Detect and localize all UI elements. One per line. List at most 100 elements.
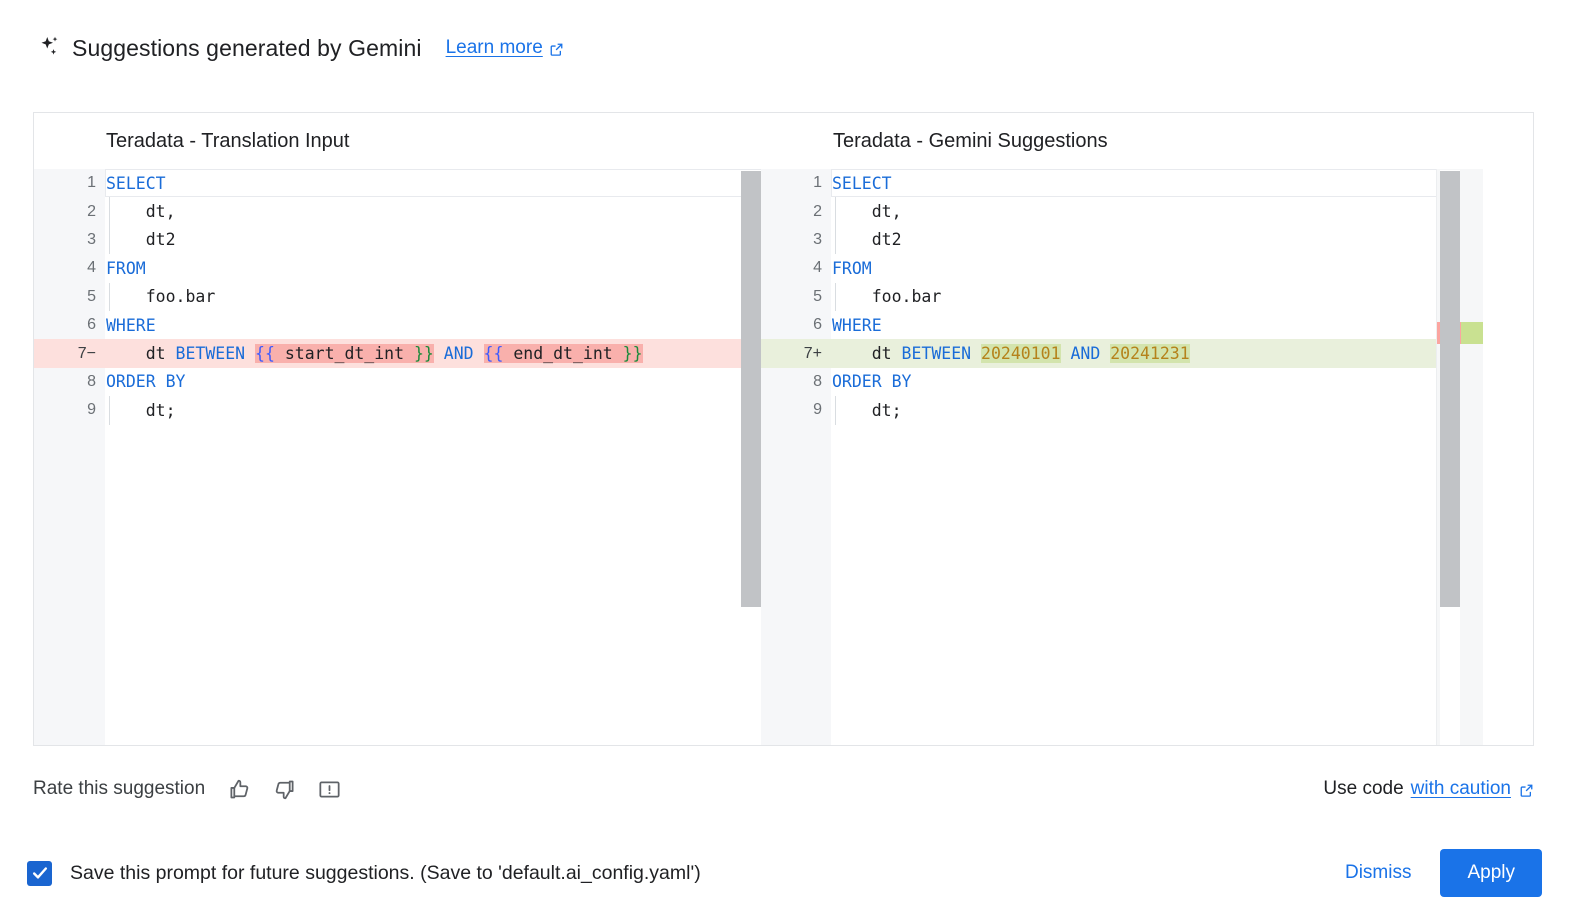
- code-line[interactable]: 9 dt;: [34, 396, 761, 425]
- line-number: 4: [813, 259, 822, 277]
- code-token: dt,: [832, 202, 902, 222]
- apply-button[interactable]: Apply: [1440, 849, 1542, 897]
- code-token: start_dt_int: [274, 344, 414, 364]
- line-number: 5: [87, 287, 96, 305]
- code-token: dt: [832, 344, 902, 364]
- line-number: 7−: [77, 344, 96, 362]
- page-title: Suggestions generated by Gemini: [72, 34, 422, 61]
- code-text: FROM: [105, 254, 761, 282]
- code-token: foo.bar: [106, 287, 216, 307]
- save-prompt-checkbox[interactable]: [27, 860, 52, 886]
- learn-more-label: Learn more: [445, 37, 543, 58]
- code-token: SELECT: [106, 173, 166, 193]
- code-token: dt: [106, 344, 176, 364]
- code-token: [245, 344, 255, 363]
- code-line[interactable]: 8 ORDER BY: [761, 368, 1483, 396]
- code-line[interactable]: 3 dt2: [34, 225, 761, 255]
- line-number: 1: [813, 174, 822, 192]
- rating-row: Rate this suggestion: [33, 768, 1534, 810]
- code-text: foo.bar: [831, 282, 1483, 312]
- code-token: dt2: [106, 230, 176, 250]
- code-token: BETWEEN: [901, 344, 972, 364]
- code-line[interactable]: 2 dt,: [34, 197, 761, 227]
- rate-label: Rate this suggestion: [33, 778, 206, 799]
- code-text: SELECT: [831, 169, 1483, 198]
- code-line[interactable]: 1 SELECT: [761, 169, 1483, 198]
- code-token: foo.bar: [832, 287, 942, 307]
- rating-icons: [226, 776, 342, 802]
- code-line[interactable]: 2 dt,: [761, 197, 1483, 227]
- code-token: [1100, 344, 1110, 363]
- code-text: SELECT: [105, 169, 761, 198]
- code-text: dt BETWEEN 20240101 AND 20241231: [831, 339, 1483, 367]
- line-number: 1: [87, 174, 96, 192]
- code-line[interactable]: 6 WHERE: [34, 311, 761, 339]
- line-number: 7+: [803, 344, 822, 362]
- code-token: dt2: [832, 230, 902, 250]
- scrollbar-thumb[interactable]: [1440, 171, 1460, 607]
- thumb-down-icon[interactable]: [271, 776, 297, 802]
- with-caution-link[interactable]: with caution: [1410, 778, 1511, 799]
- code-token: FROM: [832, 258, 872, 278]
- learn-more-link[interactable]: Learn more: [446, 37, 564, 59]
- code-token: FROM: [106, 258, 146, 278]
- code-token: dt;: [832, 400, 902, 420]
- code-line[interactable]: 9 dt;: [761, 396, 1483, 425]
- save-prompt-label[interactable]: Save this prompt for future suggestions.…: [70, 861, 701, 884]
- code-line[interactable]: 7+ dt BETWEEN 20240101 AND 20241231: [761, 339, 1483, 368]
- scrollbar-thumb[interactable]: [741, 171, 761, 607]
- code-line[interactable]: 4 FROM: [761, 254, 1483, 282]
- line-number: 9: [813, 401, 822, 419]
- code-token: dt;: [106, 400, 176, 420]
- code-line[interactable]: 3 dt2: [761, 225, 1483, 255]
- code-token: [434, 344, 444, 363]
- code-text: WHERE: [831, 311, 1483, 339]
- line-number-gutter: [761, 169, 831, 745]
- code-token: ORDER BY: [832, 372, 912, 392]
- code-text: dt,: [831, 197, 1483, 227]
- code-line[interactable]: 5 foo.bar: [34, 282, 761, 312]
- vertical-scrollbar-suggestion[interactable]: [1440, 170, 1460, 745]
- sparkle-icon: [33, 33, 63, 63]
- code-line[interactable]: 7− dt BETWEEN {{ start_dt_int }} AND {{ …: [34, 339, 761, 368]
- line-number: 6: [87, 316, 96, 334]
- code-token: {{: [255, 344, 275, 364]
- code-token: AND: [443, 344, 474, 364]
- thumb-up-icon[interactable]: [226, 776, 252, 802]
- code-line[interactable]: 1 SELECT: [34, 169, 761, 198]
- line-number: 4: [87, 259, 96, 277]
- code-token: }}: [622, 344, 643, 364]
- code-token: BETWEEN: [175, 344, 246, 364]
- code-token: WHERE: [832, 315, 882, 335]
- suggestions-header: Suggestions generated by Gemini Learn mo…: [33, 26, 564, 70]
- code-line[interactable]: 4 FROM: [34, 254, 761, 282]
- footer-row: Save this prompt for future suggestions.…: [27, 848, 1542, 898]
- code-text: foo.bar: [105, 282, 761, 312]
- code-text: FROM: [831, 254, 1483, 282]
- code-token: [1061, 344, 1071, 363]
- code-token: end_dt_int: [503, 344, 623, 364]
- line-number: 2: [813, 202, 822, 220]
- code-text: dt;: [105, 396, 761, 425]
- code-text: dt;: [831, 396, 1483, 425]
- vertical-scrollbar-original[interactable]: [741, 170, 761, 745]
- code-text: dt,: [105, 197, 761, 227]
- code-text: WHERE: [105, 311, 761, 339]
- code-line[interactable]: 5 foo.bar: [761, 282, 1483, 312]
- line-number: 8: [813, 372, 822, 390]
- dismiss-button[interactable]: Dismiss: [1329, 852, 1428, 894]
- report-feedback-icon[interactable]: [316, 776, 342, 802]
- overview-marker-added[interactable]: [1461, 322, 1483, 344]
- line-number-gutter: [34, 169, 105, 745]
- code-token: SELECT: [832, 173, 892, 193]
- code-token: ORDER BY: [106, 372, 186, 392]
